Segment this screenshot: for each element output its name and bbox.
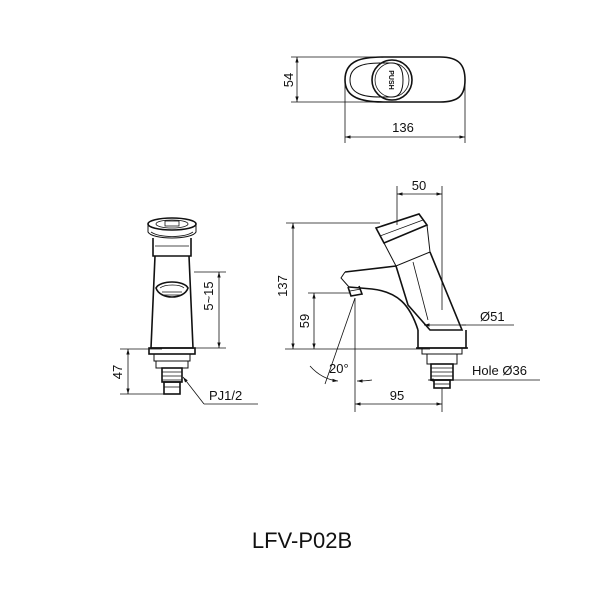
top-view-outline <box>344 56 466 103</box>
depth-dimension <box>291 56 380 103</box>
hole-label: Hole Ø36 <box>472 363 527 378</box>
push-button-label: PUSH <box>387 70 394 89</box>
thread-label: PJ1/2 <box>209 388 242 403</box>
width-label: 136 <box>392 120 414 135</box>
side-view: 50 137 59 Ø51 Hole Ø36 <box>275 178 540 412</box>
stroke-label: 5~15 <box>201 281 216 310</box>
front-view: 47 5~15 PJ1/2 <box>110 217 258 405</box>
stroke-dimension <box>194 271 226 349</box>
reach-dimension <box>396 186 443 310</box>
front-view-outline <box>147 217 197 395</box>
base-diameter-label: Ø51 <box>480 309 505 324</box>
side-view-outline <box>340 213 468 389</box>
projection-label: 95 <box>390 388 404 403</box>
top-view: PUSH 54 136 <box>281 56 466 143</box>
overall-height-dimension <box>286 222 380 349</box>
thread-leader <box>182 376 258 405</box>
angle-dimension <box>309 297 373 390</box>
angle-label: 20° <box>329 361 349 376</box>
mount-height-dimension <box>120 348 166 395</box>
overall-height-label: 137 <box>275 275 290 297</box>
spout-height-dimension <box>308 292 350 349</box>
model-title: LFV-P02B <box>252 528 352 553</box>
depth-label: 54 <box>281 73 296 87</box>
width-dimension <box>344 82 466 143</box>
spout-height-label: 59 <box>297 314 312 328</box>
mount-height-label: 47 <box>110 365 125 379</box>
projection-dimension <box>354 388 443 412</box>
reach-label: 50 <box>412 178 426 193</box>
